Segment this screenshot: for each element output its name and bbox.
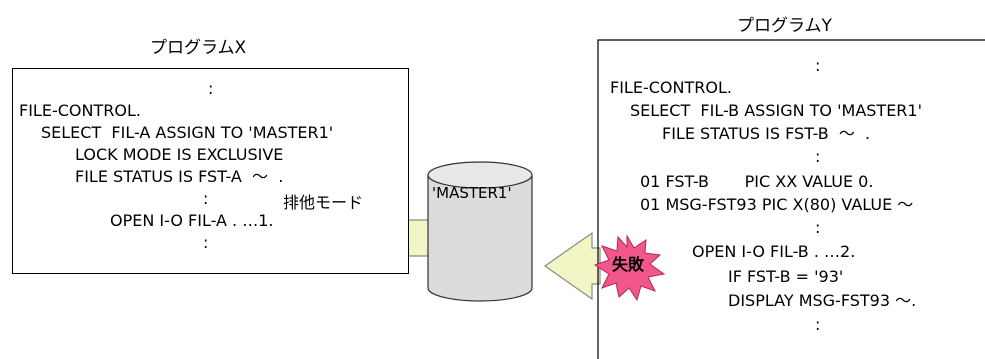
program-x-box: : FILE-CONTROL. SELECT FIL-A ASSIGN TO '… — [12, 68, 409, 274]
program-x-line: OPEN I-O FIL-A . …1. — [110, 211, 274, 230]
program-x-line: : — [203, 189, 209, 208]
program-y-line: : — [815, 147, 821, 166]
program-y-line: 01 FST-B PIC XX VALUE 0. — [640, 172, 874, 191]
program-x-line: FILE-CONTROL. — [19, 101, 141, 120]
program-x-line: : — [203, 233, 209, 252]
database-label: 'MASTER1' — [432, 184, 512, 202]
program-y-line: FILE STATUS IS FST-B ～ . — [662, 124, 871, 143]
failure-burst — [593, 234, 666, 302]
failed-open-arrow — [543, 231, 601, 301]
program-x-line: FILE STATUS IS FST-A ～ . — [75, 167, 284, 186]
program-x-line: LOCK MODE IS EXCLUSIVE — [75, 145, 284, 164]
program-y-line: SELECT FIL-B ASSIGN TO 'MASTER1' — [630, 101, 922, 120]
program-x-line: : — [208, 79, 214, 98]
program-y-line: IF FST-B = '93' — [728, 267, 844, 286]
program-y-line: 01 MSG-FST93 PIC X(80) VALUE ～ — [640, 195, 914, 214]
program-y-title: プログラムY — [737, 16, 832, 36]
failure-label: 失敗 — [612, 255, 645, 274]
program-y-line: : — [815, 218, 821, 237]
program-y-line: FILE-CONTROL. — [610, 78, 732, 97]
program-y-line: DISPLAY MSG-FST93 ～. — [728, 291, 917, 310]
program-y-line: : — [815, 56, 821, 75]
program-x-title: プログラムX — [150, 38, 247, 58]
exclusive-mode-label: 排他モード — [283, 193, 364, 213]
database-cylinder — [427, 161, 533, 302]
program-y-frame — [597, 39, 985, 359]
program-y-line: OPEN I-O FIL-B . …2. — [692, 242, 856, 261]
program-y-line: : — [815, 315, 821, 334]
program-x-line: SELECT FIL-A ASSIGN TO 'MASTER1' — [41, 123, 334, 142]
